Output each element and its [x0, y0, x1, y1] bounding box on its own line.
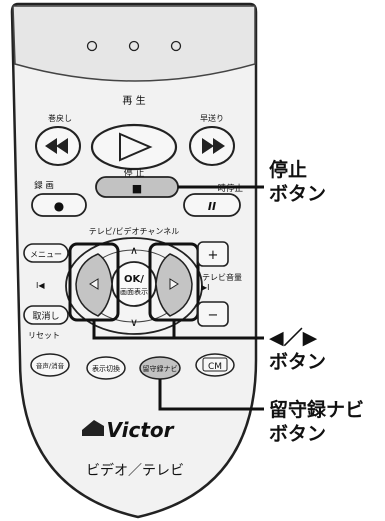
skip-forward-icon: ▶I [201, 283, 210, 292]
arrow-callout-line1: ◀／▶ [269, 327, 318, 349]
rewind-button[interactable] [35, 126, 81, 166]
play-button[interactable] [90, 123, 178, 171]
arrow-callout-line2: ボタン [269, 351, 327, 373]
screen-display-label: 画面表示 [120, 287, 148, 296]
display-switch-button[interactable]: 表示切換 [86, 356, 126, 380]
rewind-icon [45, 138, 68, 154]
record-icon: ● [54, 199, 64, 213]
brand-logo: Victor [106, 418, 174, 442]
cancel-button[interactable]: 取消し [23, 305, 69, 325]
channel-label: テレビ/ビデオチャンネル [89, 226, 179, 236]
indicator-dot [86, 40, 98, 52]
display-switch-label: 表示切換 [92, 364, 120, 373]
cancel-label: 取消し [32, 310, 59, 322]
left-arrow-icon [89, 278, 99, 290]
ok-label: OK/ [124, 274, 144, 285]
stop-callout: 停止 ボタン [269, 158, 326, 206]
channel-down-button[interactable]: ∨ [130, 316, 138, 329]
pause-button[interactable]: II [183, 193, 241, 217]
victor-dog-logo [82, 420, 104, 436]
rusu-navi-label: 留守録ナビ [143, 364, 178, 373]
indicator-dot [128, 40, 140, 52]
model-caption: ビデオ／テレビ [86, 462, 184, 479]
stop-callout-line1: 停止 [269, 159, 308, 181]
rusu-callout-line1: 留守録ナビ [269, 399, 365, 421]
rewind-label: 巻戻し [48, 113, 72, 123]
skip-back-icon: I◀ [36, 281, 45, 290]
stop-button[interactable]: ■ [95, 176, 179, 198]
ffwd-button[interactable] [189, 126, 235, 166]
pause-icon: II [208, 200, 216, 213]
right-arrow-button[interactable] [155, 253, 193, 317]
ffwd-icon [202, 138, 225, 154]
play-label: 再 生 [122, 94, 145, 107]
left-arrow-button[interactable] [75, 253, 113, 317]
volume-up-icon: + [208, 248, 219, 263]
stop-icon: ■ [132, 182, 142, 195]
rusu-navi-button[interactable]: 留守録ナビ [139, 356, 181, 380]
audio-mute-label: 音声/消音 [36, 361, 65, 370]
volume-down-icon: − [208, 308, 219, 323]
menu-button[interactable]: メニュー [23, 243, 69, 263]
right-arrow-icon [169, 278, 179, 290]
rusu-callout: 留守録ナビ ボタン [269, 398, 364, 446]
stop-label: 停 止 [124, 167, 145, 179]
volume-up-button[interactable]: + [197, 241, 229, 267]
audio-mute-button[interactable]: 音声/消音 [30, 353, 70, 377]
play-icon [119, 132, 153, 162]
top-panel [12, 5, 256, 82]
reset-label: リセット [28, 331, 60, 340]
cm-label: CM [208, 362, 222, 372]
record-button[interactable]: ● [31, 193, 87, 217]
cm-button[interactable]: CM [195, 353, 235, 377]
arrow-callout: ◀／▶ ボタン [269, 326, 326, 374]
channel-up-button[interactable]: ∧ [130, 244, 138, 257]
indicator-dot [170, 40, 182, 52]
rusu-leader-line [158, 379, 264, 411]
ffwd-label: 早送り [200, 113, 224, 123]
volume-label: テレビ音量 [202, 272, 242, 282]
record-label: 録 画 [34, 180, 54, 191]
volume-down-button[interactable]: − [197, 301, 229, 327]
stop-callout-line2: ボタン [269, 183, 327, 205]
menu-label: メニュー [30, 250, 62, 259]
arrow-leader-line [92, 320, 264, 340]
rusu-callout-line2: ボタン [269, 423, 327, 445]
